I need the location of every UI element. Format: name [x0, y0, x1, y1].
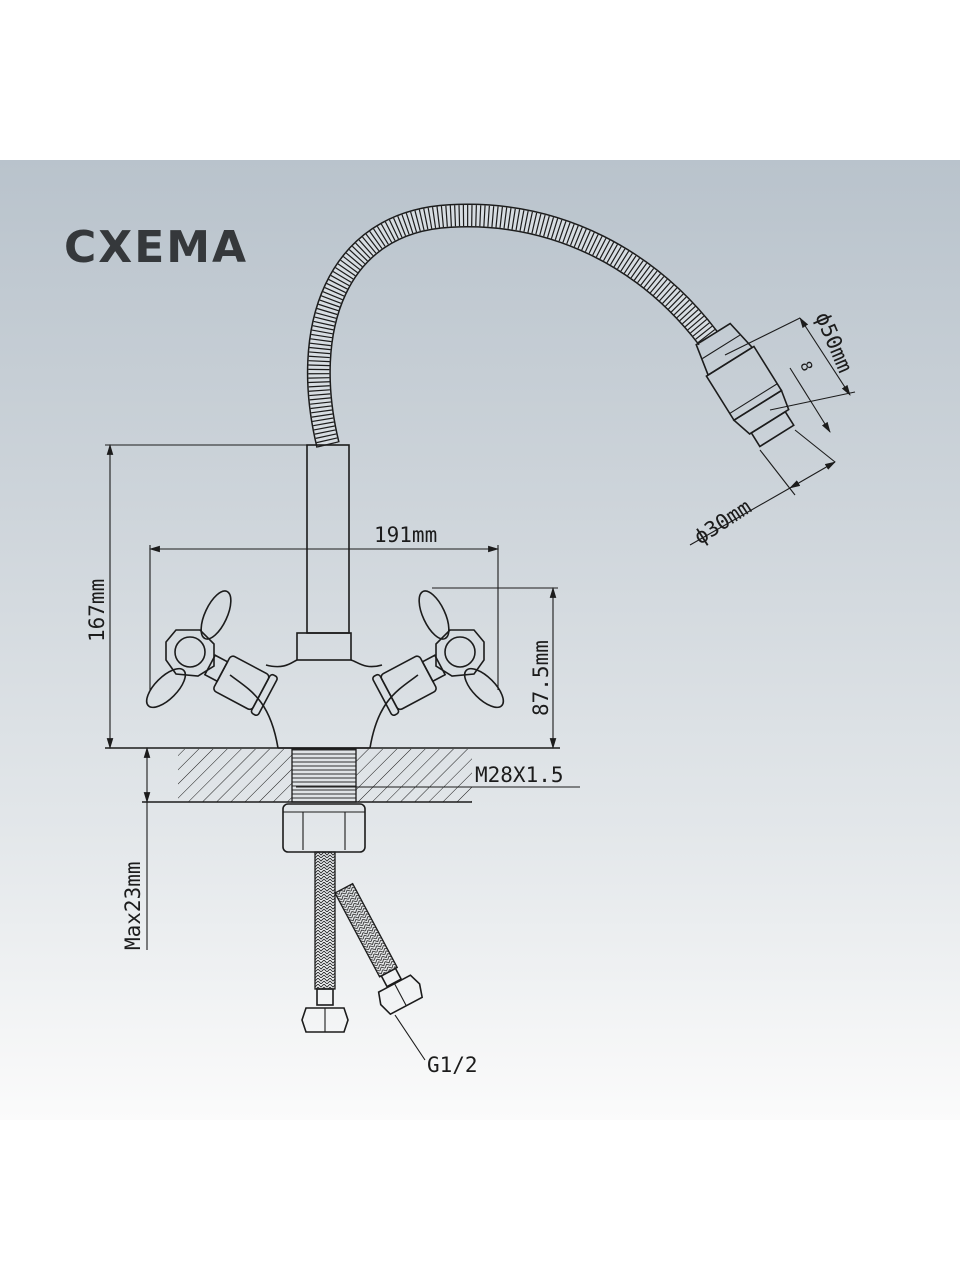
countertop-section: M28X1.5 — [105, 747, 580, 803]
thread-label: M28X1.5 — [475, 763, 564, 787]
width-label: 191mm — [374, 523, 437, 547]
head-gap-label: 8 — [796, 359, 816, 374]
outlet-diameter-label: ϕ30mm — [690, 495, 756, 550]
head-diameter-label: ϕ50mm — [810, 309, 857, 377]
right-handle — [372, 590, 505, 717]
spray-head — [695, 322, 795, 448]
page-title: СХЕМА — [64, 222, 249, 273]
left-handle — [145, 590, 278, 717]
connection-label: G1/2 — [427, 1053, 478, 1077]
height-label: 167mm — [85, 579, 109, 642]
flexible-hose — [306, 203, 718, 448]
head-dimensions: ϕ50mm 8 ϕ30mm — [690, 309, 858, 550]
dimension-lines: 167mm 191mm 87.5mm Max23mm — [85, 443, 558, 950]
mounting-nut — [282, 803, 366, 853]
handle-height-label: 87.5mm — [529, 640, 553, 716]
supply-hoses: G1/2 — [301, 851, 478, 1077]
spout — [229, 444, 419, 749]
max-counter-label: Max23mm — [121, 861, 145, 950]
